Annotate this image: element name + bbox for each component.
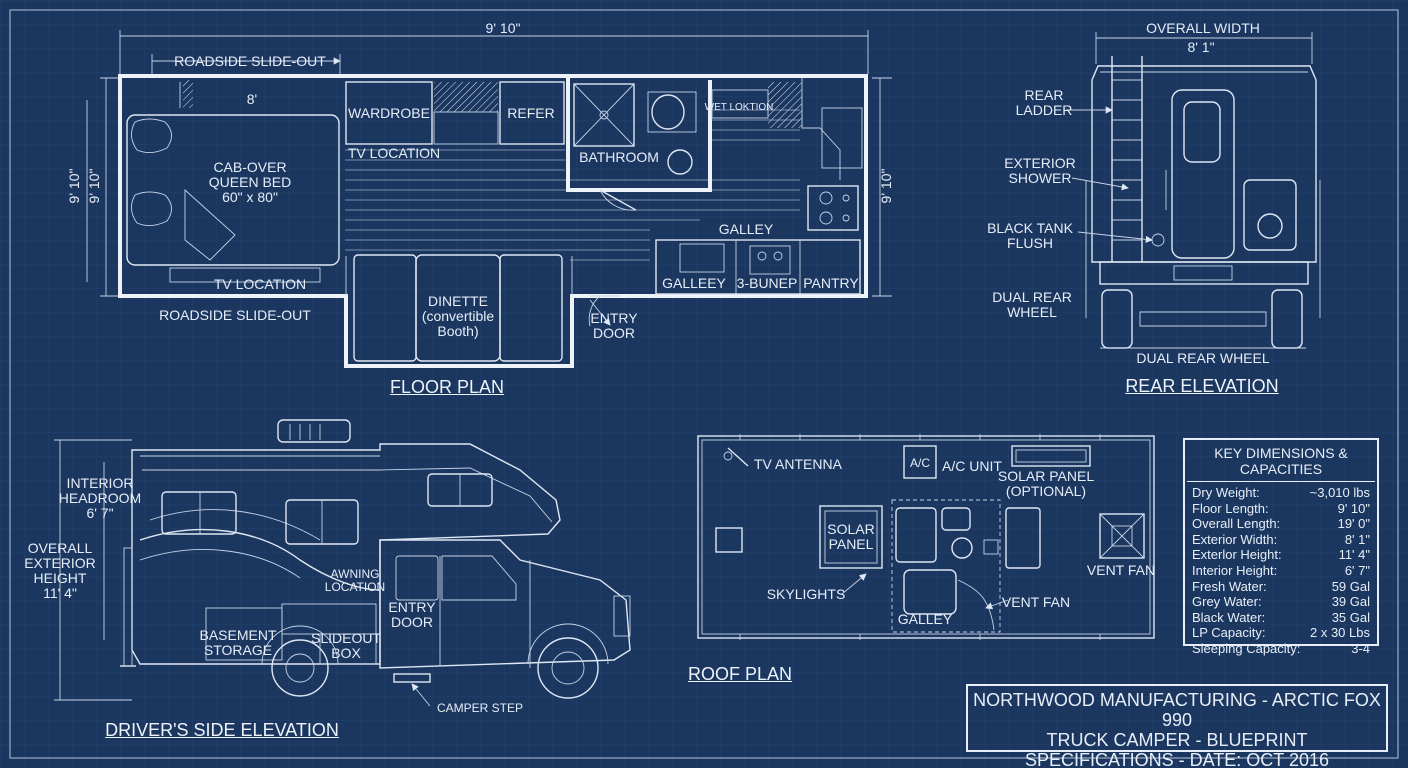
row-value: 9' 10" <box>1337 500 1370 516</box>
row-value: 39 Gal <box>1331 594 1370 610</box>
table-row: Overall Length: 19' 0" <box>1185 516 1377 532</box>
overall-exterior-height-label: OVERALL EXTERIOR HEIGHT 11' 4" <box>24 540 96 601</box>
bathroom-label: BATHROOM <box>579 149 659 165</box>
table-row: Floor Length: 9' 10" <box>1185 501 1377 517</box>
entry-door-label: ENTRY DOOR <box>590 310 638 341</box>
title-block: NORTHWOOD MANUFACTURING - ARCTIC FOX 990… <box>966 684 1388 768</box>
row-label: Grey Water: <box>1192 594 1262 610</box>
row-value: 19' 0" <box>1337 516 1370 532</box>
row-label: Exterlor Height: <box>1192 547 1282 563</box>
black-tank-flush-label: BLACK TANK FLUSH <box>987 220 1073 251</box>
pantry-label: PANTRY <box>803 275 859 291</box>
row-label: Exterior Width: <box>1192 531 1278 547</box>
vent-fan-right-label: VENT FAN <box>1086 562 1156 578</box>
row-value: 8' 1" <box>1344 531 1370 547</box>
title-block-line-3: SPECIFICATIONS - DATE: OCT 2016 <box>1024 750 1330 768</box>
row-value: 11' 4" <box>1338 547 1370 563</box>
table-row: Exterior Width: 8' 1" <box>1185 532 1377 548</box>
solar-panel-optional-label: SOLAR PANEL (OPTIONAL) <box>997 468 1095 499</box>
side-elevation-drawing <box>54 419 631 707</box>
overall-width-value: 8' 1" <box>1187 39 1215 55</box>
roof-plan-title: ROOF PLAN <box>687 664 793 684</box>
key-dimensions-heading: KEY DIMENSIONS & CAPACITIES <box>1187 440 1375 482</box>
roof-plan-drawing <box>697 434 1155 640</box>
side-entry-door-label: ENTRY DOOR <box>388 599 436 630</box>
table-row: Fresh Water: 59 Gal <box>1185 579 1377 595</box>
row-label: LP Capacity: <box>1192 625 1266 641</box>
key-dimensions-table: KEY DIMENSIONS & CAPACITIES Dry Weight: ~… <box>1183 438 1379 656</box>
row-value: 2 x 30 Lbs <box>1310 625 1370 641</box>
interior-headroom-label: INTERIOR HEADROOM 6' 7" <box>58 475 142 521</box>
dual-rear-wheel-bottom-label: DUAL REAR WHEEL <box>1136 350 1270 366</box>
refer-label: REFER <box>507 105 555 121</box>
awning-location-label: AWNING LOCATION <box>324 567 386 594</box>
galley-label: GALLEY <box>718 221 774 237</box>
row-label: Fresh Water: <box>1192 578 1267 594</box>
rear-elevation-title: REAR ELEVATION <box>1125 376 1279 396</box>
row-value: 3-4 <box>1351 640 1370 656</box>
table-row: Exterlor Height: 11' 4" <box>1185 547 1377 563</box>
row-label: Black Water: <box>1192 609 1266 625</box>
wet-location-label: WET LOKTION <box>704 102 774 113</box>
rear-ladder-label: REAR LADDER <box>1015 87 1073 118</box>
floor-width-dimension-inner: 9' 10" <box>86 168 102 204</box>
ac-unit-label: A/C UNIT <box>942 458 1002 474</box>
tv-antenna-label: TV ANTENNA <box>754 456 842 472</box>
table-row: Grey Water: 39 Gal <box>1185 594 1377 610</box>
skylights-label: SKYLIGHTS <box>766 586 846 602</box>
title-block-line-2: TRUCK CAMPER - BLUEPRINT <box>1046 730 1308 750</box>
row-label: Dry Weight: <box>1192 485 1260 500</box>
tv-location-top-label: TV LOCATION <box>347 145 441 161</box>
row-value: ~3,010 lbs <box>1309 485 1370 500</box>
ac-box-label: A/C <box>909 456 931 470</box>
overall-width-label: OVERALL WIDTH <box>1146 20 1260 36</box>
row-label: Overall Length: <box>1192 516 1281 532</box>
bed-width-label: 8' <box>246 91 258 107</box>
table-row: Black Water: 35 Gal <box>1185 610 1377 626</box>
slideout-box-label: SLIDEOUT BOX <box>310 630 382 661</box>
drivers-side-elevation-title: DRIVER'S SIDE ELEVATION <box>105 720 339 740</box>
sheet-border <box>9 9 1399 759</box>
tv-location-bottom-label: TV LOCATION <box>213 276 307 292</box>
basement-storage-label: BASEMENT STORAGE <box>199 627 277 658</box>
burner-label: 3-BUNEP <box>736 275 798 291</box>
dual-rear-wheel-side-label: DUAL REAR WHEEL <box>992 289 1072 320</box>
floor-plan-drawing <box>86 30 892 368</box>
roadside-slideout-label-top: ROADSIDE SLIDE-OUT <box>174 53 326 69</box>
row-value: 59 Gal <box>1331 578 1370 594</box>
row-label: Sleeping Capacity: <box>1192 640 1301 656</box>
exterior-shower-label: EXTERIOR SHOWER <box>1004 155 1076 186</box>
queen-bed-label: CAB-OVER QUEEN BED 60" x 80" <box>208 159 292 205</box>
floor-width-dimension-outer: 9' 10" <box>66 168 82 204</box>
camper-step-label: CAMPER STEP <box>436 701 524 715</box>
table-row: Interior Height: 6' 7" <box>1185 563 1377 579</box>
floor-plan-title: FLOOR PLAN <box>389 377 505 397</box>
roadside-slideout-label-bottom: ROADSIDE SLIDE-OUT <box>159 307 311 323</box>
table-row: LP Capacity: 2 x 30 Lbs <box>1185 625 1377 641</box>
title-block-line-1: NORTHWOOD MANUFACTURING - ARCTIC FOX 990 <box>973 690 1381 730</box>
rear-elevation-drawing <box>1066 32 1321 349</box>
table-row: Sleeping Capacity: 3-4 <box>1185 641 1377 657</box>
floor-length-dimension: 9' 10" <box>485 20 521 36</box>
table-row: Dry Weight: ~3,010 lbs <box>1185 485 1377 501</box>
wardrobe-label: WARDROBE <box>348 105 430 121</box>
row-value: 35 Gal <box>1331 609 1370 625</box>
solar-panel-label: SOLAR PANEL <box>827 521 875 552</box>
roof-galley-label: GALLEY <box>897 611 953 627</box>
row-label: Interior Height: <box>1192 562 1278 578</box>
galley-sink-label: GALLEEY <box>662 275 726 291</box>
dinette-label: DINETTE (convertible Booth) <box>421 293 495 339</box>
row-label: Floor Length: <box>1192 500 1269 516</box>
floor-width-dimension-right: 9' 10" <box>878 168 894 204</box>
vent-fan-center-label: VENT FAN <box>1001 594 1071 610</box>
row-value: 6' 7" <box>1344 562 1370 578</box>
